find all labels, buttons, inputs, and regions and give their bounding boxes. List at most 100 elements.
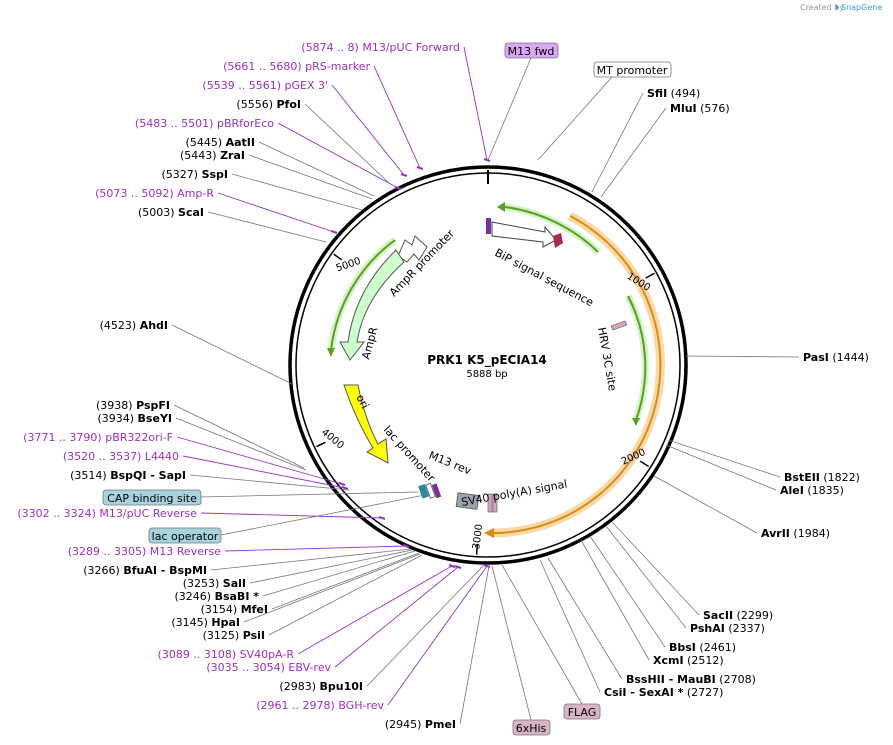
right-label-name-2: PasI <box>803 351 829 364</box>
ampr-outer-arc <box>330 239 396 351</box>
left-label-name-17: M13 Reverse <box>150 545 221 558</box>
right-leader-10 <box>547 557 623 680</box>
right-leader-5 <box>653 475 758 534</box>
left-label-text-9: (5003) ScaI <box>138 206 204 219</box>
left-label-23: (3125) PsiI <box>203 629 265 642</box>
left-leader-10 <box>171 324 293 385</box>
left-label-pos-27: (2961 .. 2978) <box>256 699 338 712</box>
left-label-5: (5445) AatII <box>186 136 255 149</box>
his-box-text: 6xHis <box>516 722 547 735</box>
primer-site-17 <box>402 544 410 548</box>
mt-promoter-box-text: MT promoter <box>597 64 668 77</box>
left-label-4: (5483 .. 5501) pBRforEco <box>135 117 274 130</box>
right-leader-4 <box>665 444 777 491</box>
flag-box-text: FLAG <box>568 706 597 719</box>
left-label-name-2: pGEX 3' <box>284 79 328 92</box>
left-label-text-12: (3934) BseYI <box>97 412 172 425</box>
box-leader-flag <box>501 564 583 705</box>
tick-mark-1 <box>639 460 650 468</box>
left-label-1: (5661 .. 5680) pRS-marker <box>223 60 370 73</box>
left-label-pos-18: (3266) <box>83 564 123 577</box>
left-label-name-14: L4440 <box>145 450 179 463</box>
left-label-pos-0: (5874 .. 8) <box>301 41 362 54</box>
right-label-name-5: AvrII <box>761 527 790 540</box>
left-leader-24 <box>297 565 453 655</box>
right-leader-8 <box>589 535 666 648</box>
right-label-pos-3: (1822) <box>820 471 860 484</box>
right-label-1: MluI (576) <box>670 102 730 115</box>
right-label-name-6: SacII <box>703 609 733 622</box>
left-leader-14 <box>182 455 346 489</box>
left-leader-11 <box>173 404 305 469</box>
left-label-pos-21: (3154) <box>201 603 241 616</box>
right-label-pos-0: (494) <box>667 87 700 100</box>
tick-mark-0 <box>645 272 655 279</box>
right-label-pos-11: (2727) <box>683 686 723 699</box>
right-label-pos-9: (2512) <box>684 654 724 667</box>
right-label-pos-8: (2461) <box>696 641 736 654</box>
left-label-text-3: (5556) PfoI <box>236 98 301 111</box>
right-label-name-10: BssHII - MauBI <box>626 673 716 686</box>
left-label-pos-5: (5445) <box>186 136 226 149</box>
ori-label: ori <box>353 392 371 411</box>
right-label-11: CsiI - SexAI * (2727) <box>604 686 723 699</box>
left-label-name-26: Bpu10I <box>320 680 364 693</box>
left-label-text-19: (3253) SalI <box>183 577 246 590</box>
green-feature-2-arrow <box>632 418 640 426</box>
right-leader-3 <box>667 439 781 478</box>
right-leader-11 <box>539 559 601 693</box>
left-leader-22 <box>243 553 421 623</box>
left-leader-25 <box>334 566 459 668</box>
orange-feature-arc <box>493 215 662 534</box>
left-label-name-6: ZraI <box>220 149 245 162</box>
left-leader-18 <box>210 548 412 571</box>
left-label-7: (5327) SspI <box>161 168 228 181</box>
left-label-name-11: PspFI <box>136 399 170 412</box>
left-label-11: (3938) PspFI <box>96 399 170 412</box>
left-label-name-22: HpaI <box>211 616 240 629</box>
right-label-0: SfiI (494) <box>647 87 700 100</box>
left-label-14: (3520 .. 3537) L4440 <box>63 450 179 463</box>
left-leader-9 <box>207 211 327 243</box>
right-label-4: AleI (1835) <box>780 484 844 497</box>
box-leader-lacop <box>220 493 431 536</box>
left-label-text-14: (3520 .. 3537) L4440 <box>63 450 179 463</box>
left-label-19: (3253) SalI <box>183 577 246 590</box>
backbone-outer <box>288 165 688 565</box>
left-label-name-9: ScaI <box>178 206 204 219</box>
left-label-pos-4: (5483 .. 5501) <box>135 117 217 130</box>
ampr-outer-arrow <box>327 348 335 357</box>
lac-promoter-marker <box>425 482 436 499</box>
hrv-3c-marker <box>610 320 628 331</box>
primer-site-14 <box>341 486 349 490</box>
left-label-26: (2983) Bpu10I <box>279 680 363 693</box>
left-label-20: (3246) BsaBI * <box>175 590 260 603</box>
tick-label-3: 4000 <box>319 427 346 452</box>
left-label-24: (3089 .. 3108) SV40pA-R <box>158 648 295 661</box>
left-leader-13 <box>176 436 343 485</box>
left-label-12: (3934) BseYI <box>97 412 172 425</box>
sv40-tag-marker-1 <box>487 493 493 513</box>
m13-fwd-box: M13 fwd <box>504 42 559 59</box>
right-leader-1 <box>600 107 667 198</box>
left-leader-26 <box>366 563 486 687</box>
left-label-22: (3145) HpaI <box>171 616 240 629</box>
left-label-pos-2: (5539 .. 5561) <box>202 79 284 92</box>
right-label-name-9: XcmI <box>653 654 684 667</box>
mt-promoter-box-bg <box>593 61 672 78</box>
left-label-name-25: EBV-rev <box>288 661 331 674</box>
left-label-pos-17: (3289 .. 3305) <box>68 545 150 558</box>
left-leader-1 <box>373 65 421 169</box>
primer-site-8 <box>330 230 338 234</box>
box-leader-mt <box>537 76 613 161</box>
left-label-text-26: (2983) Bpu10I <box>279 680 363 693</box>
hrv-3c-label: HRV 3C site <box>595 326 619 392</box>
left-label-10: (4523) AhdI <box>100 319 168 332</box>
left-label-name-27: BGH-rev <box>338 699 384 712</box>
bip-signal-feature <box>491 221 557 248</box>
left-label-text-21: (3154) MfeI <box>201 603 268 616</box>
left-label-text-20: (3246) BsaBI * <box>175 590 260 603</box>
right-label-name-3: BstEII <box>784 471 820 484</box>
left-label-13: (3771 .. 3790) pBR322ori-F <box>23 431 173 444</box>
